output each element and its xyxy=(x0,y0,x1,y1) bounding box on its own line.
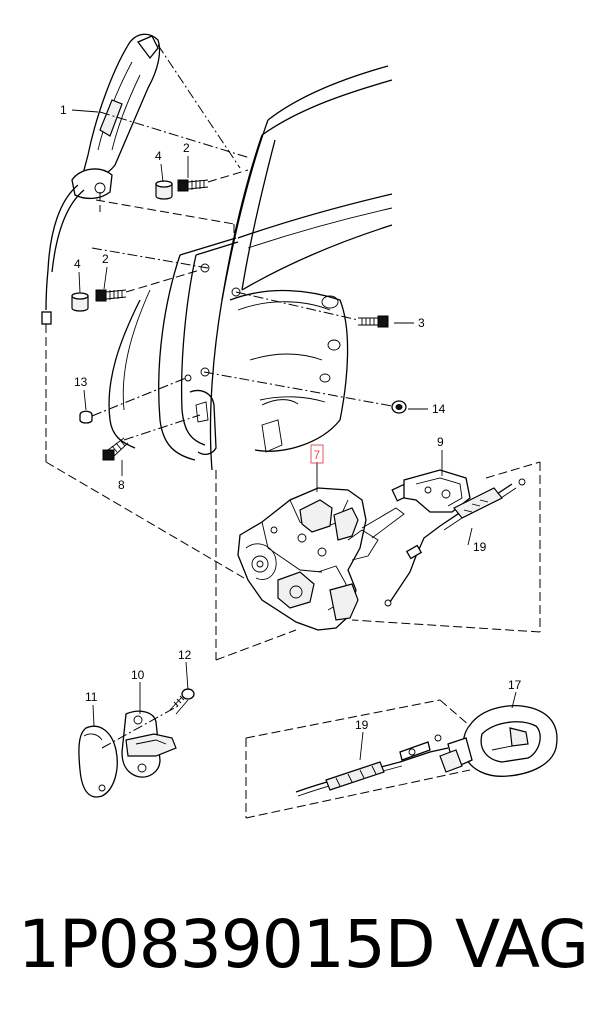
striker-10 xyxy=(121,710,177,778)
bracket-9 xyxy=(403,469,471,513)
callout-12: 12 xyxy=(178,648,192,662)
assembly-lines xyxy=(45,44,541,819)
screw-12 xyxy=(169,688,195,715)
callout-19-upper: 19 xyxy=(473,540,487,554)
washer-14 xyxy=(391,400,407,414)
striker-cover-11 xyxy=(78,725,118,798)
callout-2-upper: 2 xyxy=(183,141,190,155)
callout-14: 14 xyxy=(432,402,446,416)
bolt-lower xyxy=(95,289,127,302)
callout-8: 8 xyxy=(118,478,125,492)
door-lock xyxy=(237,482,413,631)
callout-9: 9 xyxy=(437,435,444,449)
brand-label: VAG xyxy=(455,906,589,983)
callout-4-upper: 4 xyxy=(155,149,162,163)
plug-lower xyxy=(71,292,89,312)
callout-7-highlight-box xyxy=(310,444,324,464)
callout-11: 11 xyxy=(85,690,98,704)
callout-10: 10 xyxy=(131,668,145,682)
callouts: 1 2 4 2 4 3 13 14 8 7 9 19 12 10 11 17 1… xyxy=(60,103,522,732)
clip-13 xyxy=(79,410,93,424)
inner-handle-17 xyxy=(439,705,558,777)
callout-19-lower: 19 xyxy=(355,718,369,732)
leader-lines xyxy=(71,109,517,761)
cable-upper xyxy=(384,478,526,607)
callout-13: 13 xyxy=(74,375,88,389)
callout-4-lower: 4 xyxy=(74,257,81,271)
part-number-label: 1P0839015D xyxy=(18,906,436,983)
bolt-8 xyxy=(102,437,129,461)
callout-2-lower: 2 xyxy=(102,252,109,266)
handle-carrier xyxy=(41,33,161,325)
bolt-upper xyxy=(177,179,209,192)
bolt-3 xyxy=(358,315,389,328)
callout-7: 7 xyxy=(314,448,321,462)
callout-17: 17 xyxy=(508,678,522,692)
plug-upper xyxy=(155,180,173,200)
door-shell xyxy=(108,65,393,471)
callout-3: 3 xyxy=(418,316,425,330)
callout-1: 1 xyxy=(60,103,67,117)
cable-lower xyxy=(295,734,449,797)
